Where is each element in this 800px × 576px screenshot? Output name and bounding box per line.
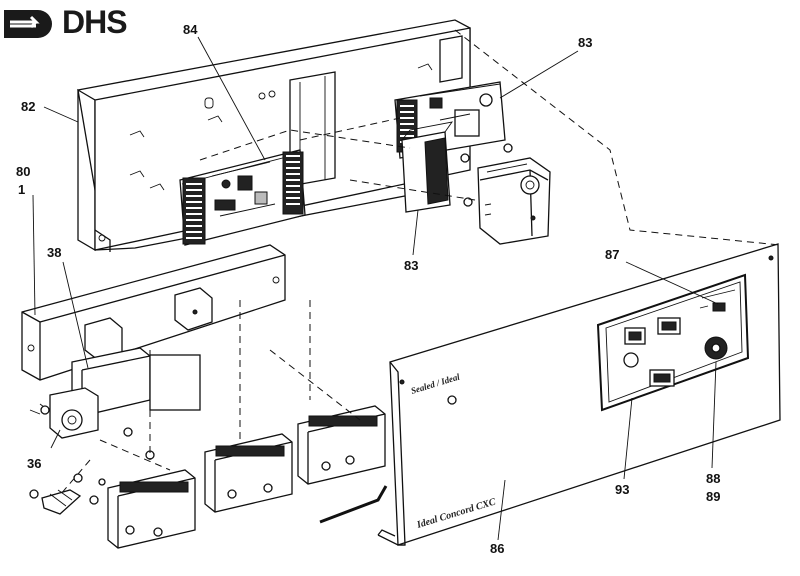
pcb-terminal-strip-left [182, 177, 206, 245]
reset-button [623, 352, 639, 368]
pcb-terminal-strip-right [282, 151, 304, 215]
callout-83-top: 83 [578, 35, 592, 50]
callout-87: 87 [605, 247, 619, 262]
callout-93: 93 [615, 482, 629, 497]
callout-89: 89 [706, 489, 720, 504]
front-panel [377, 243, 781, 546]
callout-80: 80 [16, 164, 30, 179]
mounting-rail [21, 244, 286, 381]
control-pcb [179, 149, 306, 246]
callout-1: 1 [18, 182, 25, 197]
relay-block [401, 121, 473, 213]
control-fascia-93 [596, 273, 750, 412]
mode-switch [712, 302, 726, 312]
callout-88: 88 [706, 471, 720, 486]
leader-lines [32, 36, 719, 541]
callout-84: 84 [183, 22, 198, 37]
callout-86: 86 [490, 541, 504, 556]
hex-key [319, 485, 388, 524]
dhs-logo-arrow-icon [4, 10, 52, 38]
logo-text: DHS [62, 4, 128, 40]
callout-83-bottom: 83 [404, 258, 418, 273]
callout-numbers: 82 84 83 83 80 1 38 36 87 93 88 89 86 [16, 22, 720, 556]
callout-82: 82 [21, 99, 35, 114]
terminal-block-2 [204, 433, 293, 513]
callout-38: 38 [47, 245, 61, 260]
clip-and-screws [29, 473, 106, 515]
terminal-block-1 [107, 469, 196, 549]
terminal-block-3 [297, 405, 386, 485]
transformer-box [477, 143, 551, 245]
callout-36: 36 [27, 456, 41, 471]
assembly-lines [59, 29, 781, 496]
gas-valve-assembly [29, 347, 201, 460]
dhs-logo: DHS [0, 2, 160, 46]
